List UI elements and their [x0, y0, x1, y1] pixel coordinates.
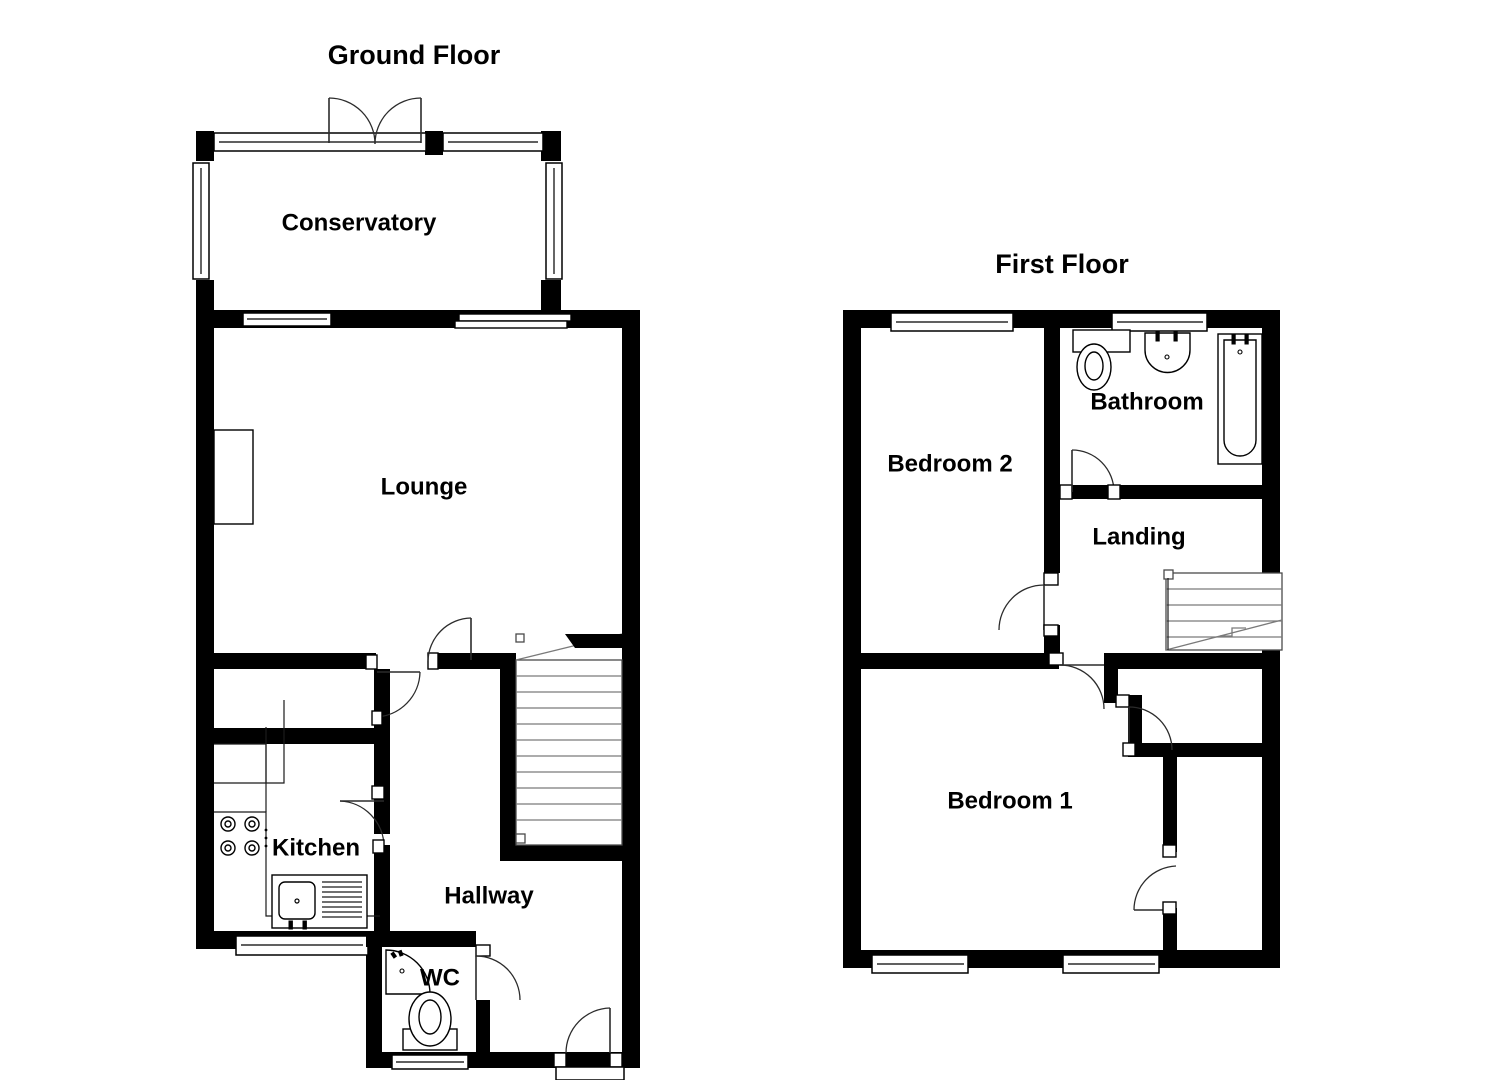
front-door[interactable] [553, 1007, 625, 1080]
wall-lounge-bottom-right [438, 653, 516, 669]
wall-cupboard-lower-left-lower [1163, 908, 1177, 952]
conservatory-window-top-right [442, 132, 544, 152]
wall-cupboard-lower-left-upper [1163, 757, 1177, 852]
wc-toilet [402, 991, 458, 1051]
bathroom-toilet [1076, 343, 1112, 391]
bedroom2-window [890, 312, 1014, 332]
door-bathroom[interactable] [1059, 449, 1121, 500]
conservatory-window-right [545, 162, 563, 280]
kitchen-sink [271, 874, 368, 930]
bathroom-label: Bathroom [1090, 388, 1203, 415]
wall-cupboard-divider [1128, 743, 1262, 757]
first-floor-staircase [1163, 569, 1283, 651]
conservatory-post-br [541, 280, 561, 318]
landing-label: Landing [1092, 523, 1185, 550]
bathroom-group: Bathroom [1059, 329, 1263, 500]
conservatory-post-door-l [425, 131, 443, 155]
first-floor-group: First Floor [843, 249, 1283, 974]
wall-wc-right-lower [476, 1000, 490, 1068]
door-bedroom2[interactable] [998, 572, 1059, 637]
conservatory-window-left [192, 162, 210, 280]
ground-floor-title: Ground Floor [328, 40, 501, 70]
lounge-window-rear [242, 312, 332, 327]
door-wc[interactable] [475, 944, 521, 1001]
kitchen-group: Kitchen [214, 700, 380, 956]
wc-label: WC [420, 964, 460, 991]
ground-staircase [515, 633, 623, 846]
conservatory-group: Conservatory [192, 97, 563, 318]
wall-bed2-landing-upper [1044, 485, 1060, 573]
hallway-label: Hallway [444, 882, 534, 909]
wall-cupboard-upper-left [1128, 695, 1142, 757]
door-kitchen[interactable] [339, 785, 385, 854]
conservatory-post-bl [196, 280, 214, 318]
wc-group: WC [366, 931, 521, 1070]
kitchen-drainer [322, 881, 362, 918]
wall-bathroom-bottom [1060, 485, 1148, 499]
conservatory-window-top-left [213, 132, 427, 152]
wc-window [391, 1054, 469, 1070]
kitchen-window [235, 935, 369, 956]
wall-wc-left [366, 931, 382, 1068]
bedroom1-window-left [871, 954, 969, 974]
wall-wc-top [366, 931, 476, 947]
bathroom-basin [1144, 331, 1191, 374]
ground-floor-group: Ground Floor [192, 40, 640, 1080]
wall-ff-left [843, 310, 861, 968]
door-bedroom1[interactable] [1048, 652, 1105, 710]
bedroom1-window-right [1062, 954, 1160, 974]
conservatory-post-tl [196, 131, 214, 161]
bathroom-bath [1217, 333, 1263, 465]
door-lounge-to-hall[interactable] [427, 617, 472, 670]
wall-stair-left [500, 653, 516, 858]
conservatory-french-doors[interactable] [328, 97, 422, 145]
door-cupboard-upper[interactable] [1115, 694, 1173, 757]
wall-bed1-top-left [843, 653, 1059, 669]
wall-right-exterior-upper [622, 310, 640, 860]
bathroom-window [1111, 312, 1208, 332]
conservatory-label: Conservatory [282, 209, 437, 236]
lounge-rear-openings [242, 312, 572, 329]
wall-left-exterior [196, 310, 214, 949]
kitchen-hob [220, 816, 268, 856]
bedroom2-label: Bedroom 2 [887, 450, 1012, 477]
bedroom1-label: Bedroom 1 [947, 787, 1072, 814]
kitchen-label: Kitchen [272, 834, 360, 861]
fireplace-alcove [213, 429, 254, 525]
wall-kitchen-top [196, 728, 390, 744]
wall-bathroom-bottom-right [1148, 485, 1262, 499]
wall-stair-bottom [500, 845, 640, 861]
patio-sliding-doors[interactable] [454, 313, 572, 329]
ground-internal-walls [196, 653, 640, 935]
door-cupboard-lower[interactable] [1133, 844, 1177, 915]
wall-porch-bottom [556, 1052, 640, 1068]
lounge-group: Lounge [213, 429, 468, 525]
wall-bed1-top-right [1113, 653, 1262, 669]
lounge-label: Lounge [381, 473, 468, 500]
wall-landing-bed1-stub [1104, 653, 1118, 703]
kitchen-counter-step [214, 744, 267, 784]
conservatory-post-tr [541, 131, 561, 161]
first-floor-title: First Floor [995, 249, 1129, 279]
wall-right-exterior-lower [622, 860, 640, 1068]
wall-dining-top-left [196, 653, 376, 669]
wall-kitchen-right-lower [374, 845, 390, 935]
wall-bed2-bathroom [1044, 310, 1060, 485]
door-rearroom-to-hall[interactable] [365, 654, 421, 726]
